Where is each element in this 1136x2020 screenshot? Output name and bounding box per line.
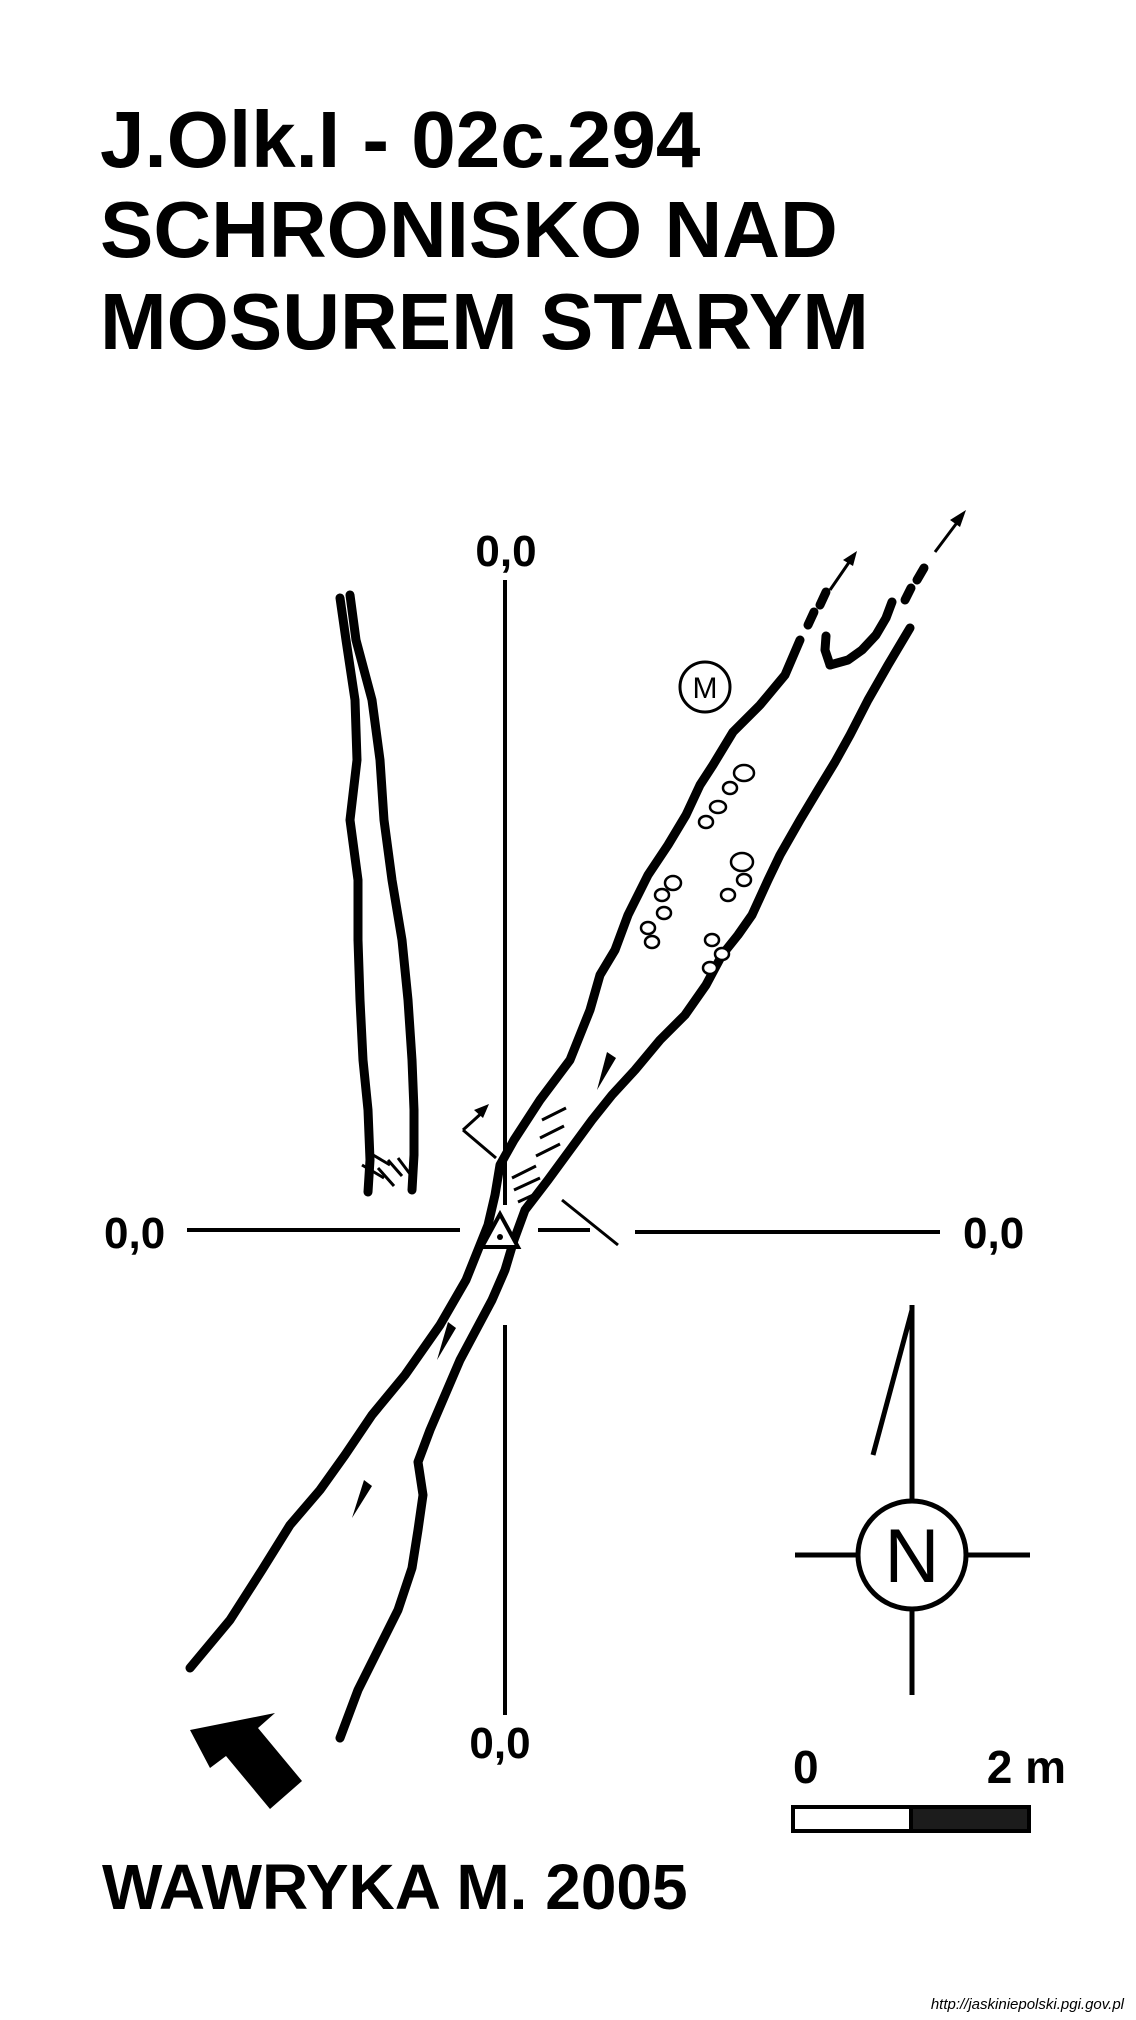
- survey-station: [478, 1209, 522, 1249]
- scale-end-label: 2 m: [987, 1741, 1066, 1793]
- axis-label-right: 0,0: [963, 1209, 1024, 1258]
- title-code: J.Olk.I - 02c.294: [100, 95, 701, 184]
- north-compass: N: [795, 1305, 1030, 1695]
- rock-rib-left-edge: [335, 593, 375, 1197]
- scale-bar: 0 2 m: [791, 1741, 1066, 1833]
- title-name-line-2: MOSUREM STARYM: [100, 277, 869, 366]
- arrow-heads: [474, 510, 966, 1118]
- axis-label-top: 0,0: [475, 527, 536, 576]
- cave-walls: [185, 590, 915, 1743]
- compass-letter: N: [885, 1514, 940, 1599]
- entrance-arrow: [190, 1713, 302, 1809]
- slope-triangles: [352, 1052, 616, 1518]
- axis-label-bottom: 0,0: [469, 1719, 530, 1768]
- slope-hatching: [361, 1106, 567, 1204]
- passage-continuation-dashes: [803, 563, 929, 630]
- scale-start-label: 0: [793, 1741, 819, 1793]
- title-name-line-1: SCHRONISKO NAD: [100, 185, 838, 274]
- inner-passage-wall-a: [825, 597, 897, 670]
- section-line: [561, 1198, 619, 1247]
- reference-axes: [187, 580, 940, 1715]
- rock-rib-right-edge: [345, 590, 419, 1195]
- symbol-m: M: [678, 660, 732, 714]
- symbol-m-letter: M: [693, 672, 718, 705]
- inner-passage-wall-b: [820, 631, 835, 670]
- cave-wall-west: [185, 635, 805, 1673]
- axis-label-left: 0,0: [104, 1209, 165, 1258]
- arrow-continuation-left: [828, 557, 854, 591]
- source-url: http://jaskiniepolski.pgi.gov.pl: [930, 1996, 1124, 2013]
- boulders: [639, 763, 756, 976]
- magnetic-north-line: [870, 1309, 915, 1456]
- author-credit: WAWRYKA M. 2005: [102, 1851, 688, 1923]
- cave-wall-east: [335, 623, 915, 1743]
